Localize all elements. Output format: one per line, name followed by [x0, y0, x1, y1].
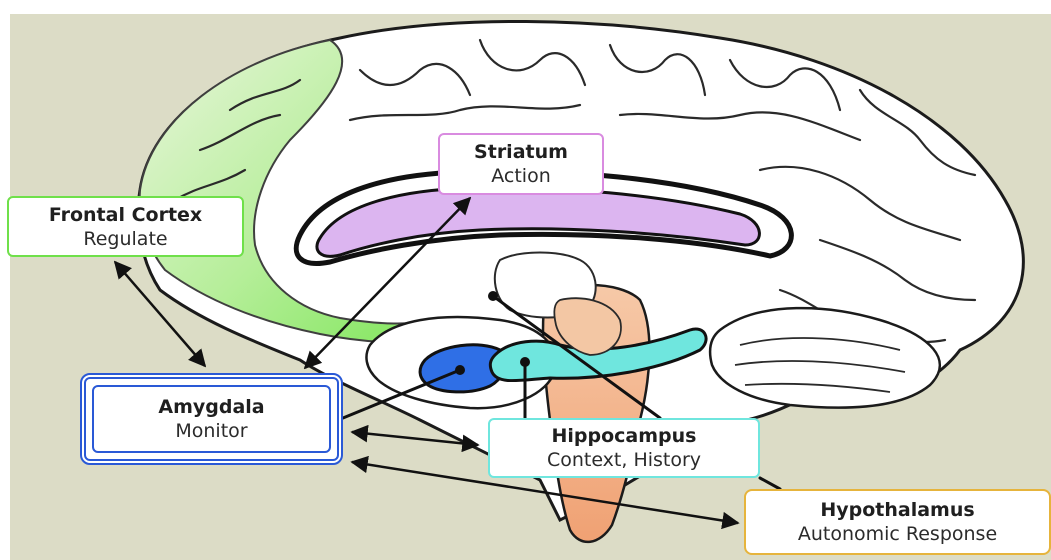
hypothalamus-subtitle: Autonomic Response	[798, 522, 997, 546]
striatum-label: Striatum Action	[438, 133, 604, 195]
hypothalamus-label: Hypothalamus Autonomic Response	[744, 489, 1051, 555]
hippocampus-label: Hippocampus Context, History	[488, 418, 760, 478]
striatum-title: Striatum	[474, 140, 568, 164]
striatum-subtitle: Action	[491, 164, 551, 188]
amygdala-label: Amygdala Monitor	[80, 373, 343, 465]
top-edge-strip	[0, 0, 1051, 14]
amygdala-inner-border	[92, 385, 331, 453]
hypothalamus-title: Hypothalamus	[820, 498, 974, 522]
left-edge-strip	[0, 0, 10, 560]
frontal-cortex-subtitle: Regulate	[83, 227, 167, 251]
hippocampus-title: Hippocampus	[552, 424, 697, 448]
hippocampus-subtitle: Context, History	[547, 448, 701, 472]
frontal-cortex-title: Frontal Cortex	[49, 203, 202, 227]
frontal-cortex-label: Frontal Cortex Regulate	[7, 196, 244, 257]
